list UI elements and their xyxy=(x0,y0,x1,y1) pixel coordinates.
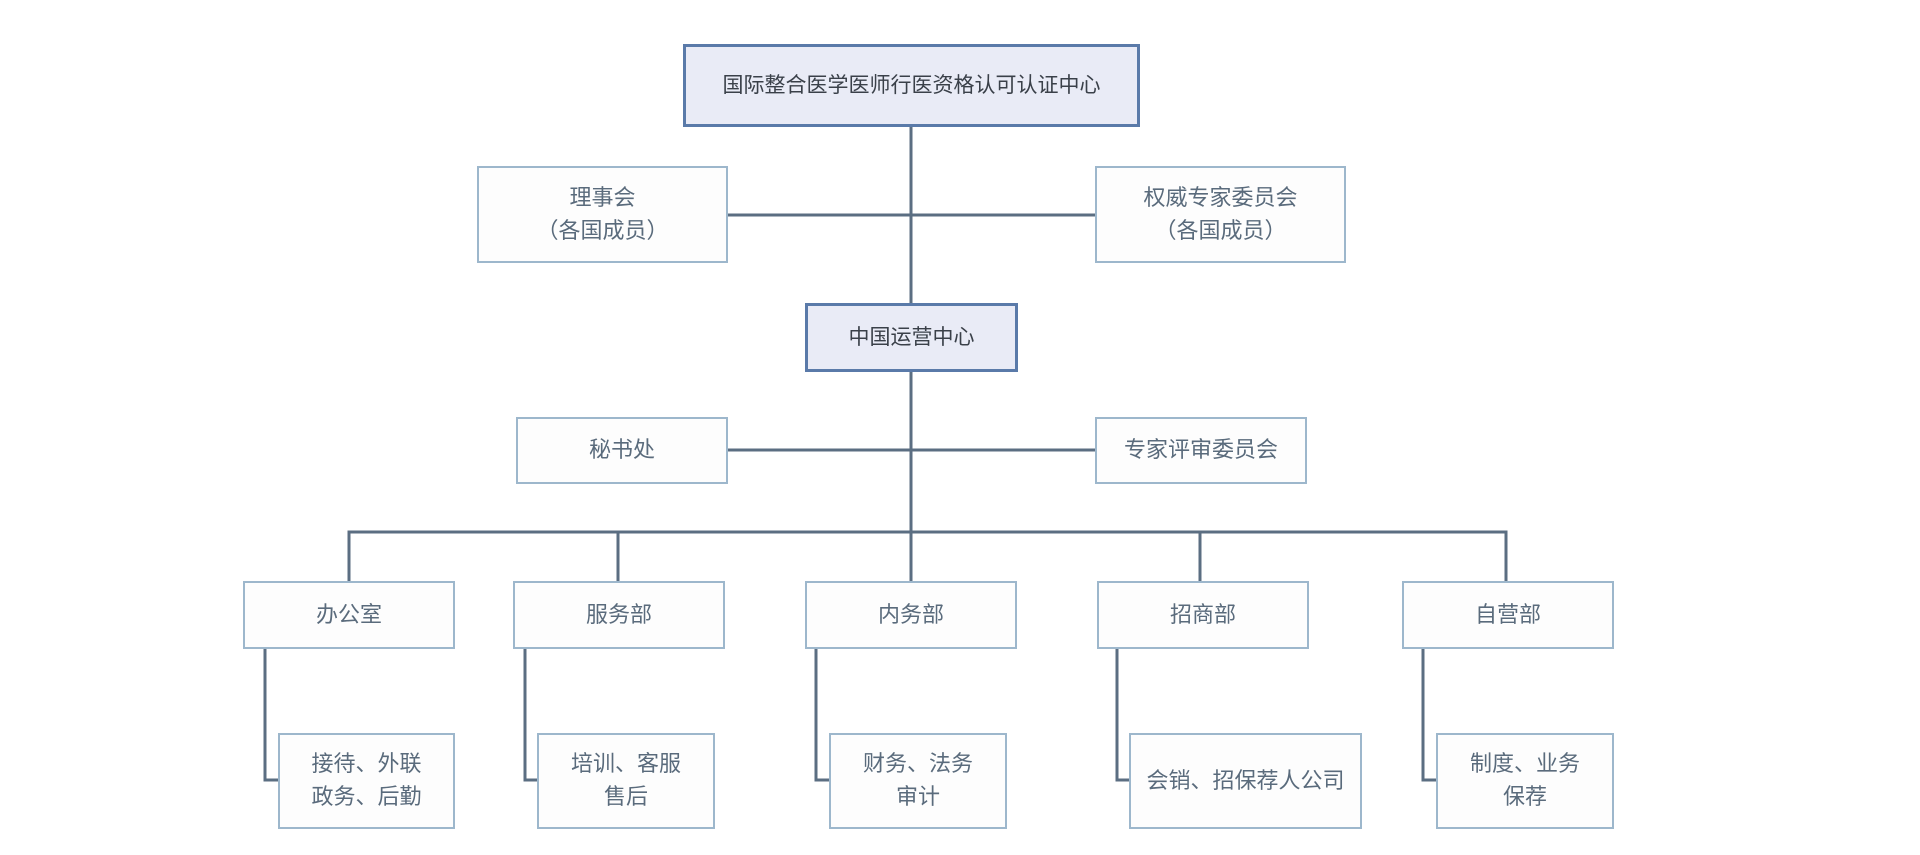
office-duty-connector xyxy=(263,647,281,782)
self-operated-duties-box: 制度、业务 保荐 xyxy=(1436,733,1614,829)
investment-duties-box: 会销、招保荐人公司 xyxy=(1129,733,1362,829)
board-box: 理事会 （各国成员） xyxy=(477,166,728,263)
certification-center-label: 国际整合医学医师行医资格认可认证中心 xyxy=(722,73,1101,97)
secretariat-label: 秘书处 xyxy=(588,438,655,463)
investment-duty-connector xyxy=(1115,647,1132,782)
department-label: 内务部 xyxy=(877,602,944,628)
self-operated-duty-connector xyxy=(1421,647,1439,782)
department-label: 服务部 xyxy=(585,602,652,628)
review-committee-box: 专家评审委员会 xyxy=(1095,417,1307,484)
office-duties-box: 接待、外联 政务、后勤 xyxy=(278,733,455,829)
operations-center-box: 中国运营中心 xyxy=(805,303,1018,372)
department-office-box: 办公室 xyxy=(243,581,455,649)
department-service-box: 服务部 xyxy=(513,581,725,649)
authority-committee-box: 权威专家委员会 （各国成员） xyxy=(1095,166,1346,263)
department-internal-affairs-box: 内务部 xyxy=(805,581,1017,649)
operations-center-label: 中国运营中心 xyxy=(848,325,975,349)
secretariat-box: 秘书处 xyxy=(516,417,728,484)
internal-duty-connector xyxy=(814,647,832,782)
duty-line: 保荐 xyxy=(1502,785,1547,810)
authority-committee-label: 权威专家委员会 xyxy=(1143,185,1298,211)
duty-line: 会销、招保荐人公司 xyxy=(1146,768,1345,794)
department-investment-box: 招商部 xyxy=(1097,581,1309,649)
service-duty-connector xyxy=(523,647,540,782)
duty-line: 财务、法务 xyxy=(862,752,973,777)
department-label: 招商部 xyxy=(1169,602,1236,628)
certification-center-box: 国际整合医学医师行医资格认可认证中心 xyxy=(683,44,1140,127)
service-duties-box: 培训、客服 售后 xyxy=(537,733,715,829)
board-label: 理事会 xyxy=(569,185,636,211)
duty-line: 售后 xyxy=(603,785,648,810)
duty-line: 接待、外联 xyxy=(311,752,422,777)
department-self-operated-box: 自营部 xyxy=(1402,581,1614,649)
department-label: 自营部 xyxy=(1474,602,1541,628)
duty-line: 培训、客服 xyxy=(570,752,681,777)
review-committee-label: 专家评审委员会 xyxy=(1123,438,1278,463)
duty-line: 政务、后勤 xyxy=(311,785,422,810)
board-members-label: （各国成员） xyxy=(536,218,669,244)
authority-committee-members-label: （各国成员） xyxy=(1154,218,1287,244)
duty-line: 审计 xyxy=(895,785,940,810)
department-label: 办公室 xyxy=(315,602,382,628)
duty-line: 制度、业务 xyxy=(1469,752,1580,777)
internal-affairs-duties-box: 财务、法务 审计 xyxy=(829,733,1007,829)
